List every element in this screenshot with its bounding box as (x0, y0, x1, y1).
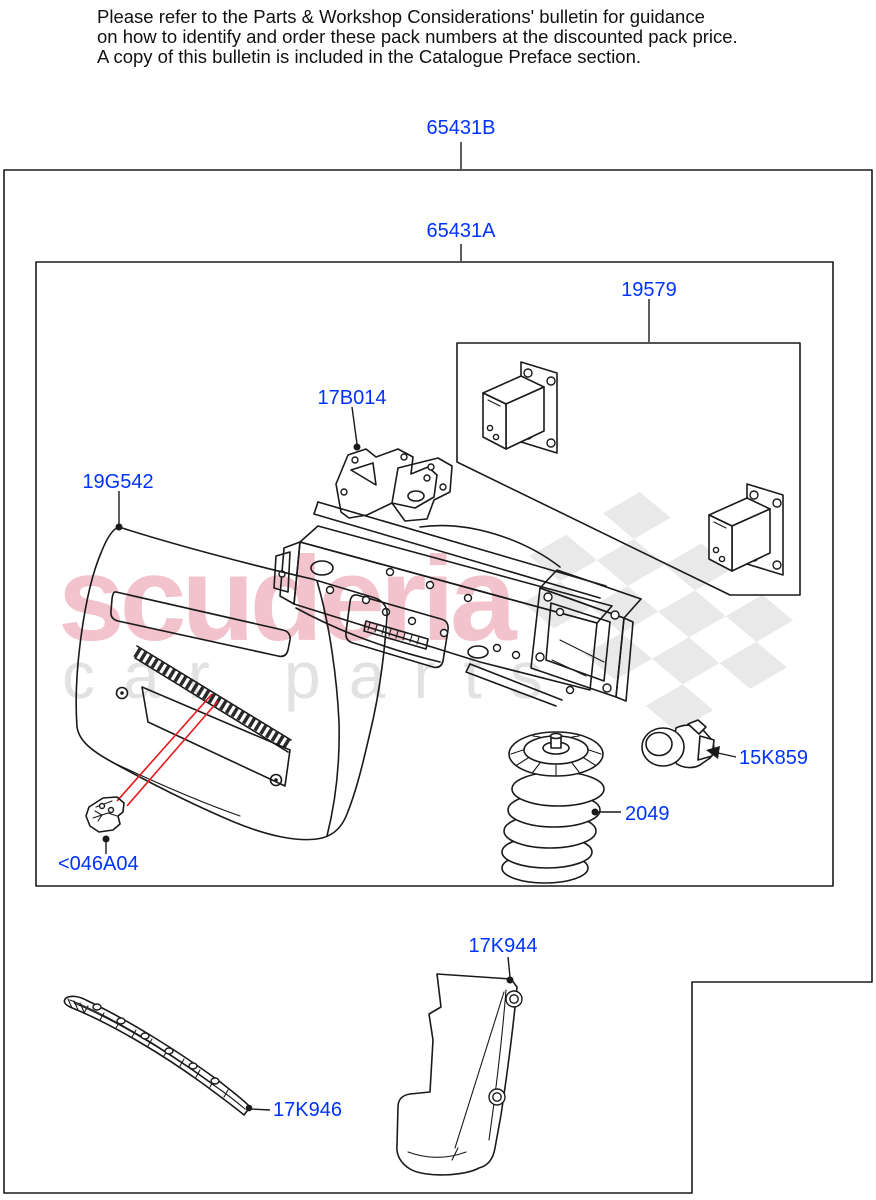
notice-line-3: A copy of this bulletin is included in t… (97, 46, 641, 67)
part-label-bumper-cover[interactable]: 19G542 (82, 471, 153, 493)
parking-sensor-drawing (641, 719, 715, 769)
leader-lines (102, 142, 737, 1112)
coil-spring-drawing (501, 731, 605, 884)
part-number-labels: 65431B 65431A 19579 17B014 19G542 15K859… (58, 117, 808, 1121)
part-label-mounting-brackets[interactable]: 19579 (621, 279, 677, 301)
crush-can-left (482, 361, 558, 454)
part-label-pack-inner[interactable]: 65431A (427, 220, 497, 242)
clip-position-leaders (116, 693, 219, 807)
outer-pack-boundary-box (3, 169, 873, 1194)
bulletin-notice: Please refer to the Parts & Workshop Con… (97, 6, 738, 67)
closing-panel-drawing (396, 973, 523, 1176)
bumper-beam-assembly (273, 448, 642, 707)
inner-pack-boundary-box (35, 261, 834, 887)
part-label-fixing-clip[interactable]: <046A04 (58, 853, 139, 875)
part-label-parking-sensor[interactable]: 15K859 (739, 747, 808, 769)
fixing-clip-drawing (85, 796, 125, 833)
part-label-lower-grille[interactable]: 17K946 (273, 1099, 342, 1121)
part-label-bumper-beam[interactable]: 17B014 (318, 387, 387, 409)
crush-can-right (708, 483, 784, 576)
notice-line-2: on how to identify and order these pack … (97, 26, 738, 47)
notice-line-1: Please refer to the Parts & Workshop Con… (97, 6, 705, 27)
part-label-pack-outer[interactable]: 65431B (427, 117, 496, 139)
watermark-subtitle-text: car parts (62, 638, 571, 712)
brackets-box-boundary (456, 342, 801, 596)
bumper-cover-drawing (75, 526, 388, 841)
part-label-coil-spring[interactable]: 2049 (625, 803, 670, 825)
lower-grille-strip-drawing (63, 995, 251, 1116)
part-label-closing-panel[interactable]: 17K944 (469, 935, 538, 957)
